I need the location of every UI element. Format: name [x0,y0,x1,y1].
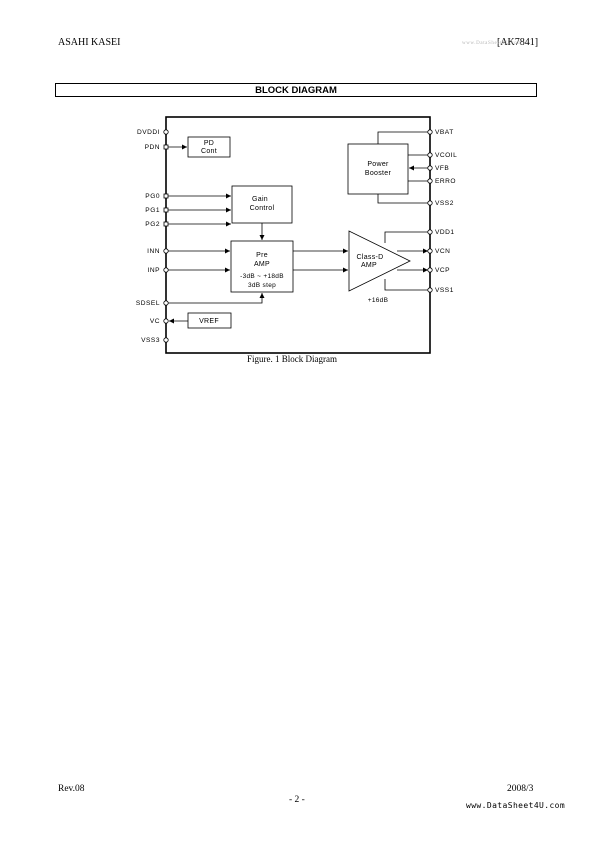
pin-dvddi-marker [163,129,169,135]
class-d-label-1: Class-D [357,254,384,261]
pre-amp-label-2: AMP [254,261,270,268]
pin-vfb-marker [427,165,433,171]
company-name: ASAHI KASEI [58,37,121,48]
pin-vc-marker [163,318,169,324]
pin-pg1-marker [163,207,169,213]
pin-label-vcn: VCN [435,248,450,255]
pd-cont-label-1: PD [204,140,214,147]
pd-cont-label-2: Cont [201,148,217,155]
gain-control-label-2: Control [250,205,275,212]
wire-vss2 [377,194,428,204]
pre-amp-step: 3dB step [248,282,276,289]
pin-label-inp: INP [148,267,161,274]
power-booster-label-2: Booster [365,170,392,177]
pin-erro-marker [427,178,433,184]
footer-revision: Rev.08 [58,784,85,794]
footer-watermark: www.DataSheet4U.com [466,801,566,810]
figure-caption: Figure. 1 Block Diagram [247,354,337,364]
pin-pdn-marker [163,144,169,150]
pin-pg2-marker [163,221,169,227]
wire-vbat [377,131,428,144]
pin-label-pg0: PG0 [145,193,160,200]
vref-label: VREF [199,318,219,325]
wire-vss1 [384,279,428,291]
pin-label-dvddi: DVDDI [137,129,160,136]
pin-sdsel-marker [163,300,169,306]
pin-label-vss3: VSS3 [141,337,160,344]
footer-date: 2008/3 [507,784,534,794]
pin-label-pg2: PG2 [145,221,160,228]
pre-amp-range: -3dB ~ +18dB [240,273,284,280]
class-d-gain-label: +16dB [368,297,388,304]
vref-block [187,312,232,329]
section-title-box: BLOCK DIAGRAM [55,83,537,97]
power-booster-label-1: Power [367,161,389,168]
pin-label-vss1: VSS1 [435,287,454,294]
pin-label-vc: VC [150,318,160,325]
power-booster-block [347,143,409,195]
pin-vcp-marker [427,267,433,273]
pin-label-vfb: VFB [435,165,449,172]
pd-cont-block [187,136,231,158]
pin-label-pdn: PDN [145,144,160,151]
pin-vss1-marker [427,287,433,293]
pin-pg0-marker [163,193,169,199]
pin-vcoil-marker [427,152,433,158]
section-title: BLOCK DIAGRAM [255,84,337,96]
pin-vbat-marker [427,129,433,135]
pin-label-vss2: VSS2 [435,200,454,207]
pin-vss3-marker [163,337,169,343]
pin-inp-marker [163,267,169,273]
wire-vdd1 [384,231,428,243]
pin-inn-marker [163,248,169,254]
pin-label-vcp: VCP [435,267,450,274]
pin-label-sdsel: SDSEL [136,300,160,307]
pre-amp-block [230,240,294,293]
part-number: [AK7841] [497,37,539,48]
pin-vcn-marker [427,248,433,254]
pin-label-pg1: PG1 [145,207,160,214]
footer-page-number: - 2 - [289,795,305,805]
pin-label-vcoil: VCOIL [435,152,457,159]
pin-vss2-marker [427,200,433,206]
chip-outline [165,116,431,354]
pin-label-vdd1: VDD1 [435,229,455,236]
header-watermark: www.DataSheet4U.com [462,41,522,46]
class-d-amp-triangle [348,230,411,292]
gain-control-label-1: Gain [252,196,268,203]
pre-amp-label-1: Pre [256,252,268,259]
pin-label-vbat: VBAT [435,129,454,136]
pin-label-erro: ERRO [435,178,456,185]
wire-sdsel [168,293,265,304]
pin-vdd1-marker [427,229,433,235]
class-d-label-2: AMP [361,262,377,269]
pin-label-inn: INN [147,248,160,255]
